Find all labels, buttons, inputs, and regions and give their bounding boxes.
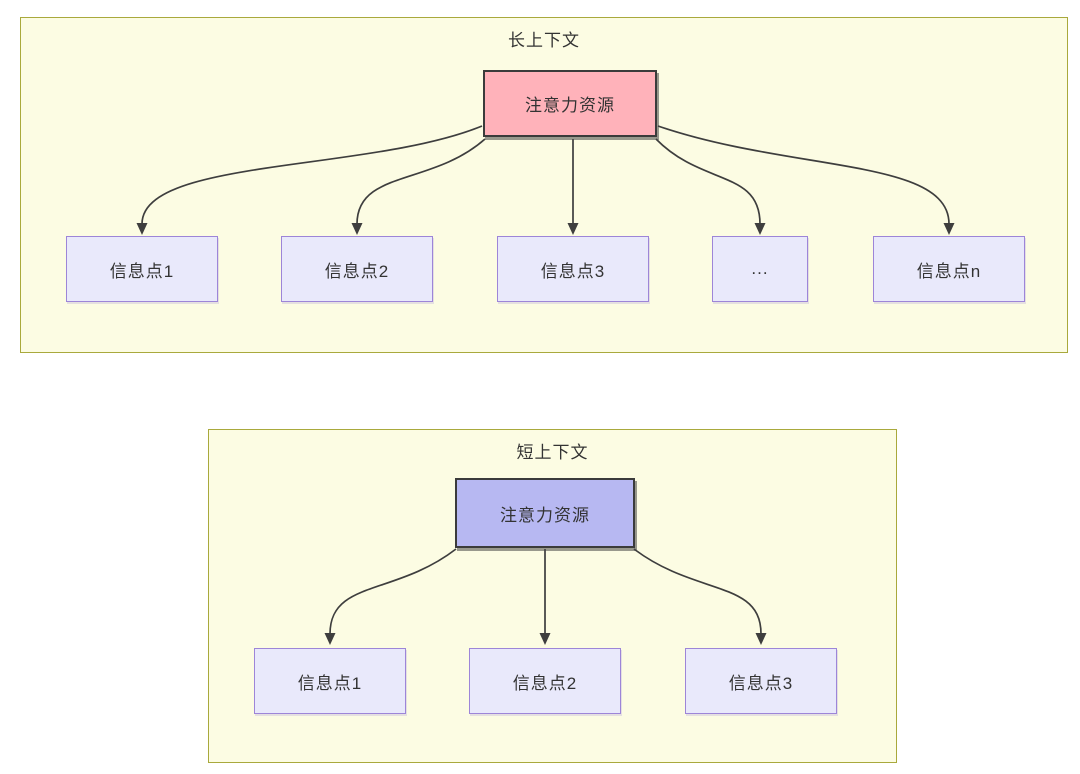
info-node-long-3: 信息点3 [497, 236, 649, 302]
attention-resource-box-long: 注意力资源 [483, 70, 657, 137]
info-node-long-1: 信息点1 [66, 236, 218, 302]
long-context-title: 长上下文 [508, 31, 580, 50]
info-node-short-1: 信息点1 [254, 648, 406, 714]
info-node-long-2: 信息点2 [281, 236, 433, 302]
info-node-long-ellipsis: ... [712, 236, 808, 302]
info-node-short-3: 信息点3 [685, 648, 837, 714]
info-node-short-2: 信息点2 [469, 648, 621, 714]
attention-resource-box-short: 注意力资源 [455, 478, 635, 548]
short-context-title: 短上下文 [516, 443, 589, 462]
info-node-long-n: 信息点n [873, 236, 1025, 302]
long-context-container: 长上下文 [20, 17, 1068, 353]
